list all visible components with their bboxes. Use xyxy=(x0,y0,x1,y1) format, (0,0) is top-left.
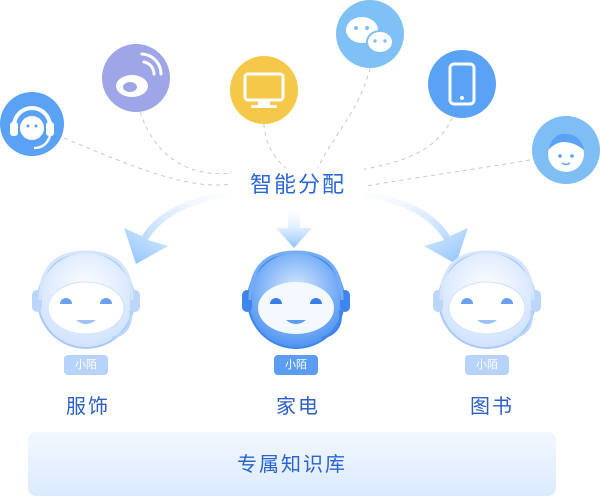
robot-tag xyxy=(274,355,318,375)
robot-tag xyxy=(465,355,509,375)
monitor-icon xyxy=(230,56,298,124)
arrow-middle xyxy=(276,208,312,248)
connector-phone xyxy=(351,109,456,173)
robot-label-books: 图书 xyxy=(470,394,514,418)
robot-tag xyxy=(64,355,108,375)
robot-apparel xyxy=(32,250,140,375)
robot-label-apparel: 服饰 xyxy=(66,394,110,418)
robot-tag-text: 小陌 xyxy=(285,358,307,371)
headset-agent-icon xyxy=(0,92,64,156)
user-face-icon xyxy=(532,116,600,184)
connector-weibo xyxy=(139,111,241,175)
robot-tag-text: 小陌 xyxy=(476,358,498,371)
robot-appliance xyxy=(242,250,350,375)
weibo-icon xyxy=(102,44,170,112)
robot-books xyxy=(433,250,541,375)
smart-distribution-label: 智能分配 xyxy=(232,168,364,204)
arrow-left xyxy=(124,190,240,264)
connector-lines xyxy=(63,67,531,187)
knowledge-base-label: 专属知识库 xyxy=(237,452,347,476)
connector-monitor xyxy=(263,115,287,169)
smartphone-icon xyxy=(428,50,496,118)
arrow-right xyxy=(352,190,468,264)
connector-face xyxy=(365,159,531,187)
robot-tag-text: 小陌 xyxy=(75,358,97,371)
wechat-icon xyxy=(336,0,404,68)
knowledge-base-panel: 专属知识库 xyxy=(28,432,556,496)
connector-headset xyxy=(63,137,233,186)
robot-label-appliance: 家电 xyxy=(276,394,320,418)
connector-wechat xyxy=(317,67,371,169)
